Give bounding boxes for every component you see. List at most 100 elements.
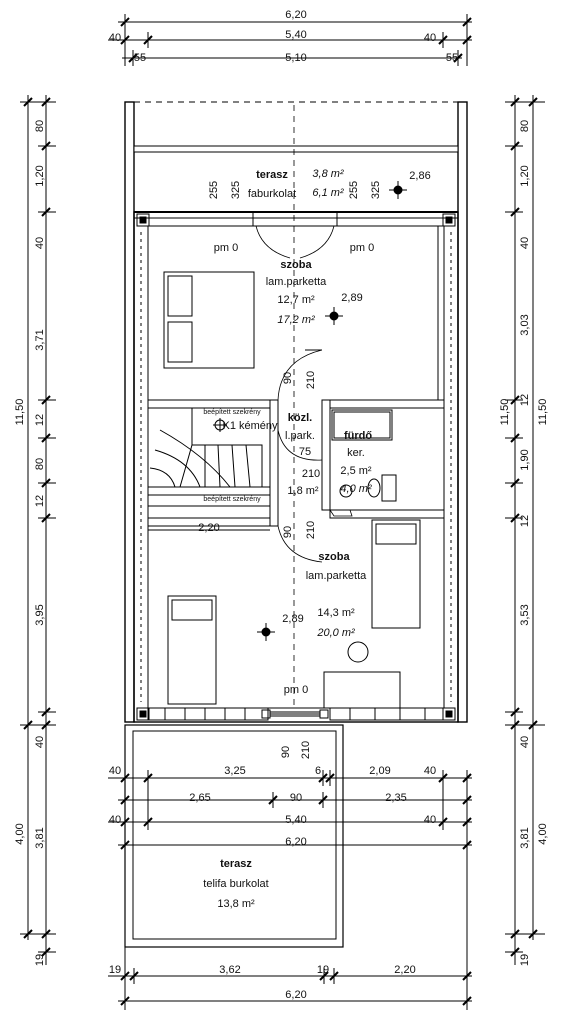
dim-right-seg-6: 12 [519, 514, 531, 528]
dim-left-seg-2: 40 [34, 236, 46, 250]
door-dim-220: 2,20 [198, 522, 220, 534]
bath-area1: 2,5 m² [340, 465, 372, 477]
dim-bottom-r5-3: 2,20 [394, 964, 416, 976]
dim-right-seg-8: 40 [519, 735, 531, 749]
furniture [147, 271, 421, 709]
terrace-bottom-area: 13,8 m² [217, 898, 255, 910]
pm-left: pm 0 [213, 242, 239, 254]
room1-area2: 17,2 m² [277, 314, 315, 326]
dim-left-seg-0: 80 [34, 119, 46, 133]
dim-left-seg-5: 80 [34, 457, 46, 471]
door-dim-90a: 90 [282, 371, 294, 385]
terrace-top-dim-325b: 325 [370, 180, 382, 200]
dim-bottom-r3-right: 40 [423, 814, 437, 826]
bath-floor: ker. [347, 447, 365, 459]
room1-level: 2,89 [341, 292, 363, 304]
terrace-bottom-name: terasz [220, 858, 252, 870]
terrace-top-area1: 3,8 m² [312, 168, 344, 180]
room2-area2: 20,0 m² [317, 627, 355, 639]
dim-right-seg-1: 1,20 [519, 165, 531, 187]
level-markers [213, 181, 407, 641]
dim-top-left-55: 55 [133, 52, 147, 64]
dim-left-lower-381: 3,81 [34, 827, 46, 849]
dim-bottom-r2-2: 2,35 [385, 792, 407, 804]
dim-right-seg-5: 1,90 [519, 449, 531, 471]
dim-left-total: 11,50 [14, 398, 26, 426]
dim-top-mid-510: 5,10 [285, 52, 307, 64]
dim-top-mid-540: 5,40 [285, 29, 307, 41]
dim-top-left-40: 40 [108, 32, 122, 44]
dim-top-right-55: 55 [445, 52, 459, 64]
dim-right-seg-2: 40 [519, 236, 531, 250]
dim-right-seg-3: 3,03 [519, 314, 531, 336]
dim-bottom-r5-0: 19 [108, 964, 122, 976]
left-dimension-lines [20, 95, 56, 965]
dim-bottom-r2-1: 90 [289, 792, 303, 804]
terrace-top-area2: 6,1 m² [312, 187, 344, 199]
dim-right-seg-4: 12 [519, 393, 531, 407]
door-dim-90b: 90 [282, 525, 294, 539]
dim-bottom-r4: 6,20 [285, 836, 307, 848]
dim-left-seg-6: 12 [34, 494, 46, 508]
dim-bottom-r1-4: 40 [423, 765, 437, 777]
terrace-top-dim-255b: 255 [348, 180, 360, 200]
bottom-door-90: 90 [280, 745, 292, 759]
terrace-top-dim-255: 255 [208, 180, 220, 200]
room1-area1: 12,7 m² [277, 294, 315, 306]
top-dimension-lines [108, 14, 472, 66]
door-dim-75: 75 [298, 446, 312, 458]
room2-pm: pm 0 [283, 684, 309, 696]
dim-right-total-b: 11,50 [537, 398, 549, 426]
dim-bottom-r1-3: 2,09 [369, 765, 391, 777]
dim-left-seg-1: 1,20 [34, 165, 46, 187]
hall-name: közl. [287, 412, 313, 424]
dim-bottom-r5-2: 19 [316, 964, 330, 976]
building-walls [124, 101, 468, 723]
hall-area: 1,8 m² [287, 485, 319, 497]
room2-level: 2,89 [282, 613, 304, 625]
bath-name: fürdő [343, 430, 373, 442]
chimney-label: K1 kémény [222, 420, 278, 432]
bottom-terrace-outline [124, 529, 344, 948]
terrace-top-floor: faburkolat [247, 188, 297, 200]
dim-bottom-r3-left: 40 [108, 814, 122, 826]
dim-bottom-r2-0: 2,65 [189, 792, 211, 804]
dim-right-seg-0: 80 [519, 119, 531, 133]
closet2-label: beépített szekrény [203, 496, 261, 503]
dim-bottom-r3-mid: 5,40 [285, 814, 307, 826]
room1-floor: lam.parketta [265, 276, 327, 288]
terrace-top-name: terasz [256, 169, 288, 181]
dim-top-overall: 6,20 [285, 9, 307, 21]
interior-walls [147, 225, 445, 527]
bottom-dimension-lines [108, 770, 472, 1010]
room2-floor: lam.parketta [305, 570, 367, 582]
dim-bottom-r1-1: 3,25 [224, 765, 246, 777]
dim-right-total-a: 11,50 [499, 398, 511, 426]
pm-right: pm 0 [349, 242, 375, 254]
door-dim-210b: 210 [301, 468, 321, 480]
room2-name: szoba [318, 551, 350, 563]
door-dim-210a: 210 [305, 370, 317, 390]
dim-left-seg-4: 12 [34, 413, 46, 427]
terrace-top-dim-325a: 325 [230, 180, 242, 200]
dim-right-lower-381: 3,81 [519, 827, 531, 849]
closet1-label: beépített szekrény [203, 409, 261, 416]
door-dim-210c: 210 [305, 520, 317, 540]
right-dimension-lines [505, 95, 545, 965]
dim-right-lower-total: 4,00 [537, 823, 549, 845]
dim-right-seg-7: 3,53 [519, 604, 531, 626]
dim-left-lower-19: 19 [34, 953, 46, 967]
dim-right-lower-19: 19 [519, 953, 531, 967]
hall-floor: l.park. [285, 430, 315, 442]
dim-top-right-40: 40 [423, 32, 437, 44]
bottom-door-210: 210 [300, 740, 312, 760]
dim-left-seg-3: 3,71 [34, 329, 46, 351]
dim-bottom-r5-1: 3,62 [219, 964, 241, 976]
dim-bottom-r1-2: 6 [314, 765, 322, 777]
dim-left-seg-7: 3,95 [34, 604, 46, 626]
dim-bottom-r6: 6,20 [285, 989, 307, 1001]
dim-left-seg-8: 40 [34, 735, 46, 749]
room2-area1: 14,3 m² [317, 607, 355, 619]
terrace-top-level: 2,86 [409, 170, 431, 182]
doors [252, 212, 353, 563]
